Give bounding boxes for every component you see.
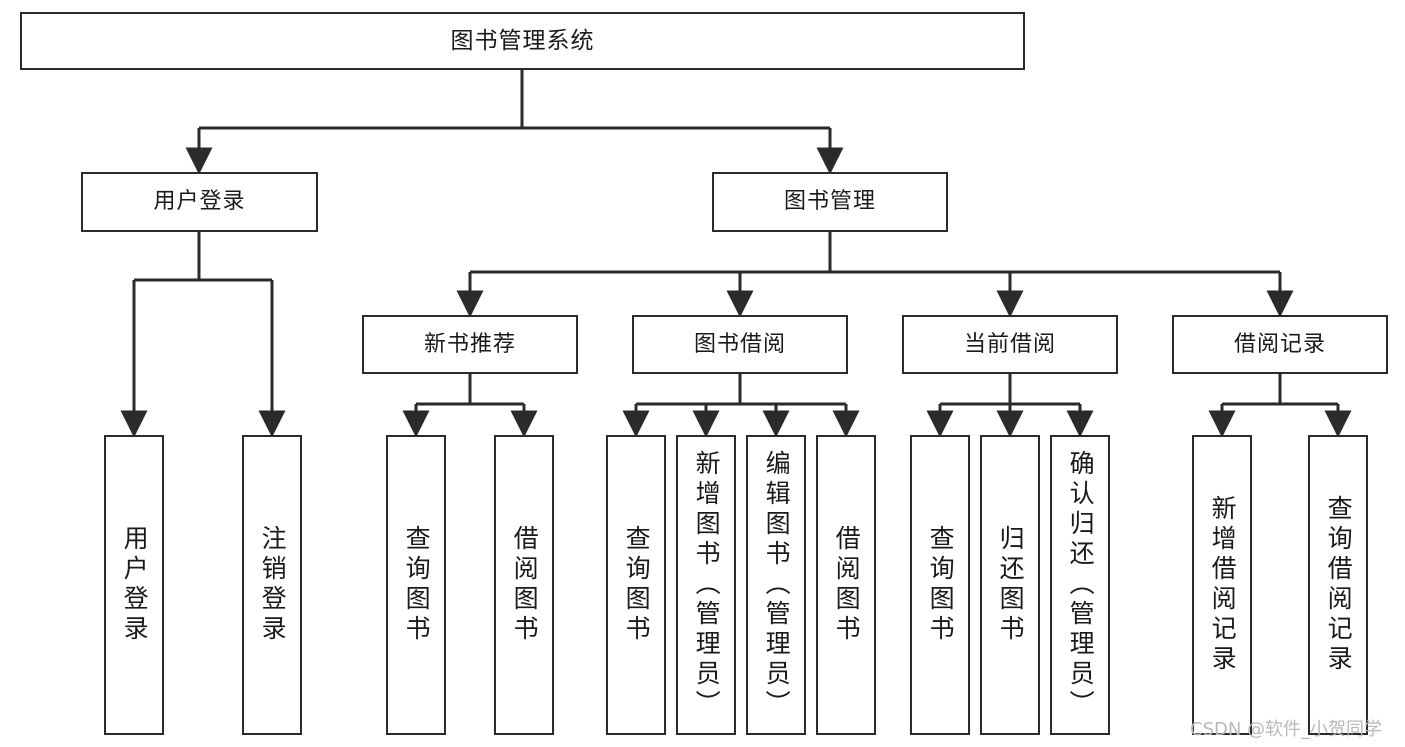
node-current-borrow[interactable]: 当前借阅 — [902, 315, 1118, 374]
node-leaf-add-borrow-record[interactable]: 新增借阅记录 — [1192, 435, 1252, 735]
node-book-management[interactable]: 图书管理 — [712, 172, 948, 232]
csdn-watermark: CSDN @软件_小贺同学 — [1190, 719, 1383, 740]
node-label: 查询图书 — [402, 525, 432, 645]
node-label: 借阅记录 — [1233, 331, 1326, 357]
node-label: 用户登录 — [153, 189, 246, 215]
node-label: 图书借阅 — [693, 331, 786, 357]
node-label: 查询借阅记录 — [1324, 495, 1354, 675]
node-leaf-borrow-book-recommend[interactable]: 借阅图书 — [494, 435, 554, 735]
node-label: 确认归还（管理员） — [1066, 450, 1096, 720]
node-leaf-edit-book-admin[interactable]: 编辑图书（管理员） — [746, 435, 806, 735]
node-label: 借阅图书 — [510, 525, 540, 645]
node-book-borrow[interactable]: 图书借阅 — [632, 315, 848, 374]
node-leaf-return-book[interactable]: 归还图书 — [980, 435, 1040, 735]
node-label: 新增借阅记录 — [1208, 495, 1238, 675]
node-leaf-query-book-recommend[interactable]: 查询图书 — [386, 435, 446, 735]
node-label: 用户登录 — [120, 525, 150, 645]
node-leaf-user-login[interactable]: 用户登录 — [104, 435, 164, 735]
node-label: 图书管理系统 — [450, 27, 595, 54]
node-leaf-query-book-borrow[interactable]: 查询图书 — [606, 435, 666, 735]
node-label: 当前借阅 — [963, 331, 1056, 357]
node-user-login[interactable]: 用户登录 — [81, 172, 318, 232]
node-label: 图书管理 — [783, 189, 876, 215]
node-new-book-recommend[interactable]: 新书推荐 — [362, 315, 578, 374]
node-root-book-management-system[interactable]: 图书管理系统 — [20, 12, 1025, 70]
node-leaf-add-book-admin[interactable]: 新增图书（管理员） — [676, 435, 736, 735]
node-borrow-record[interactable]: 借阅记录 — [1172, 315, 1388, 374]
node-label: 注销登录 — [258, 525, 288, 645]
node-leaf-query-borrow-record[interactable]: 查询借阅记录 — [1308, 435, 1368, 735]
node-leaf-confirm-return-admin[interactable]: 确认归还（管理员） — [1050, 435, 1110, 735]
node-leaf-borrow-book[interactable]: 借阅图书 — [816, 435, 876, 735]
node-leaf-logout[interactable]: 注销登录 — [242, 435, 302, 735]
node-leaf-query-book-current[interactable]: 查询图书 — [910, 435, 970, 735]
node-label: 新书推荐 — [423, 331, 516, 357]
node-label: 新增图书（管理员） — [692, 450, 722, 720]
node-label: 查询图书 — [622, 525, 652, 645]
node-label: 编辑图书（管理员） — [762, 450, 792, 720]
node-label: 借阅图书 — [832, 525, 862, 645]
node-label: 查询图书 — [926, 525, 956, 645]
node-label: 归还图书 — [996, 525, 1026, 645]
